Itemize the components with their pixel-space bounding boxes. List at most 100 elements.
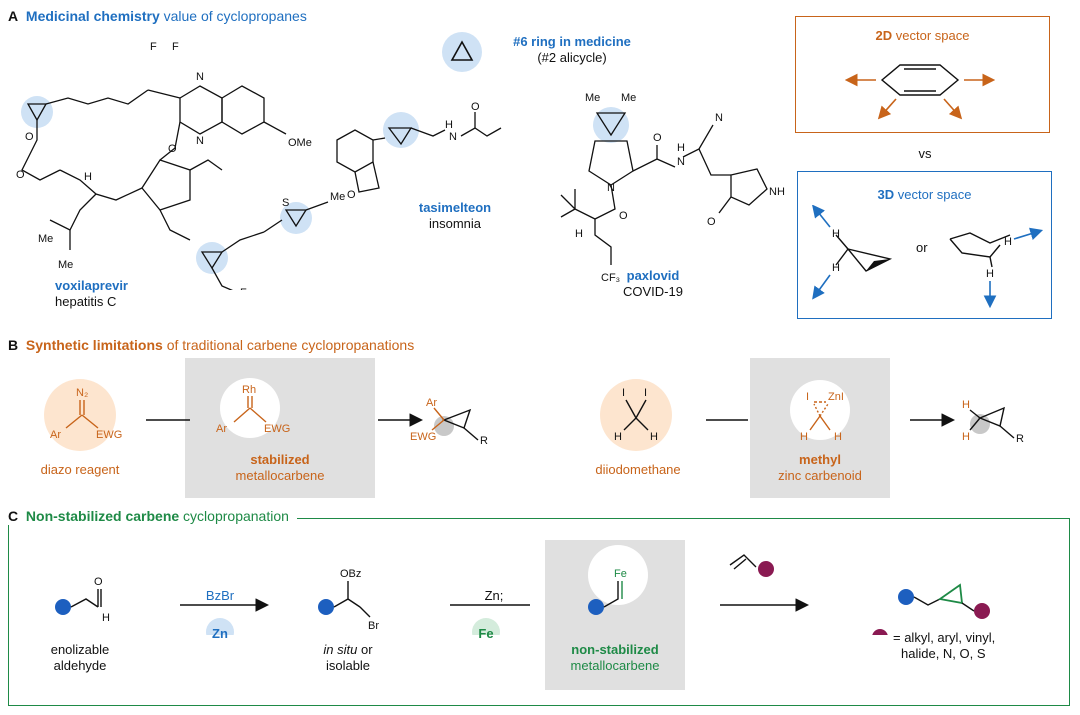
diiodo-label: diiodomethane bbox=[595, 462, 681, 477]
atom-me-pax-1: Me bbox=[585, 92, 600, 104]
atom-ome: OMe bbox=[288, 137, 312, 149]
atom-me-2: Me bbox=[58, 259, 73, 271]
reagent-bzbr: BzBr bbox=[205, 588, 235, 603]
paxlovid-indication: COVID-19 bbox=[623, 283, 683, 299]
atom-r-1: R bbox=[480, 435, 488, 447]
aldehyde-label-line2: aldehyde bbox=[53, 657, 107, 673]
atom-cf3-pax: CF₃ bbox=[601, 272, 620, 284]
stabilized-rest: metallocarbene bbox=[235, 467, 325, 483]
voxilaprevir-indication: hepatitis C bbox=[55, 293, 117, 309]
vector-2d-rest: vector space bbox=[892, 28, 970, 43]
section-b-heading: B Synthetic limitations of traditional c… bbox=[8, 337, 414, 354]
atom-h-ch2-2: H bbox=[650, 431, 658, 443]
paxlovid-name: paxlovid bbox=[626, 268, 680, 283]
vector-2d-title: 2D vector space bbox=[795, 28, 1050, 44]
atom-n-tas: N bbox=[449, 131, 457, 143]
atom-o-pax-1: O bbox=[653, 132, 662, 144]
section-b-title-rest: of traditional carbene cyclopropanations bbox=[162, 337, 415, 353]
atom-me-3: Me bbox=[330, 191, 345, 203]
atom-h-zn-1: H bbox=[800, 431, 808, 443]
insitu-italic: in situ bbox=[323, 642, 358, 657]
atom-ar-1: Ar bbox=[50, 429, 61, 441]
atom-o-pax-2: O bbox=[707, 216, 716, 228]
substituent-legend: = alkyl, aryl, vinyl, halide, N, O, S bbox=[893, 630, 995, 661]
atom-fe: Fe bbox=[614, 568, 627, 580]
cyclopropane-rank-icon bbox=[442, 32, 482, 72]
legend-line1: = alkyl, aryl, vinyl, bbox=[893, 630, 996, 645]
atom-h-ald: H bbox=[102, 612, 110, 624]
insitu-line1: in situ or bbox=[303, 642, 393, 658]
section-a-heading: A Medicinal chemistry value of cycloprop… bbox=[8, 8, 307, 25]
atom-obz: OBz bbox=[340, 568, 361, 580]
section-c-letter: C bbox=[8, 508, 19, 524]
vector-2d-bold: 2D bbox=[875, 28, 893, 43]
insitu-rest: or bbox=[357, 642, 373, 657]
scheme-c-graphics: O H OBz Br Fe bbox=[55, 545, 990, 635]
atom-h-ch2-1: H bbox=[614, 431, 622, 443]
section-b-title-bold: Synthetic limitations bbox=[25, 337, 163, 353]
atom-i-zn: I bbox=[806, 391, 809, 403]
paxlovid-label: paxlovid COVID-19 bbox=[608, 268, 698, 299]
atom-o-tas-1: O bbox=[471, 101, 480, 113]
isolable-text: isolable bbox=[325, 657, 371, 673]
atom-me-pax-2: Me bbox=[621, 92, 636, 104]
atom-s: S bbox=[282, 197, 289, 209]
stabilized-bold: stabilized bbox=[250, 452, 310, 467]
section-c-box bbox=[8, 518, 1070, 706]
legend-line2: halide, N, O, S bbox=[901, 645, 986, 661]
atom-nh-pax: NH bbox=[769, 186, 785, 198]
atom-zni: ZnI bbox=[828, 391, 844, 403]
stabilized-box bbox=[185, 358, 375, 498]
diazo-label: diazo reagent bbox=[40, 462, 120, 477]
tasimelteon-name: tasimelteon bbox=[418, 200, 492, 215]
or-label: or bbox=[916, 240, 928, 255]
alicycle-rank-text: (#2 alicycle) bbox=[537, 49, 607, 65]
section-b-letter: B bbox=[8, 337, 19, 353]
atom-rh: Rh bbox=[242, 384, 256, 396]
atom-o-2: O bbox=[25, 131, 34, 143]
section-a-letter: A bbox=[8, 8, 19, 24]
section-c-title-rest: cyclopropanation bbox=[179, 508, 289, 524]
aldehyde-label: enolizable aldehyde bbox=[35, 642, 125, 673]
reagent-zn: Zn; bbox=[484, 588, 504, 603]
atom-o-3: O bbox=[16, 169, 25, 181]
section-a-title-bold: Medicinal chemistry bbox=[25, 8, 160, 24]
vector-3d-title: 3D vector space bbox=[797, 187, 1052, 203]
ring-rank-label: #6 ring in medicine (#2 alicycle) bbox=[492, 34, 652, 65]
voxilaprevir-structure: F F N N OMe O O O H Me Me S Me F bbox=[16, 41, 345, 290]
vector-2d-box bbox=[795, 16, 1050, 133]
vector-3d-bold: 3D bbox=[877, 187, 895, 202]
atom-o-tas-2: O bbox=[347, 189, 356, 201]
nonstab-label: non-stabilized metallocarbene bbox=[545, 642, 685, 673]
benzene-vector-diagram bbox=[844, 64, 996, 120]
stabilized-label: stabilized metallocarbene bbox=[185, 452, 375, 483]
tasimelteon-label: tasimelteon insomnia bbox=[400, 200, 510, 231]
tasimelteon-structure: H N O O bbox=[336, 101, 502, 201]
methyl-label: methyl zinc carbenoid bbox=[750, 452, 890, 483]
atom-h-p2-1: H bbox=[962, 399, 970, 411]
nonstab-bold: non-stabilized bbox=[571, 642, 659, 657]
atom-me-1: Me bbox=[38, 233, 53, 245]
section-c-heading: C Non-stabilized carbene cyclopropanatio… bbox=[8, 508, 297, 525]
atom-h-3d-2: H bbox=[832, 262, 840, 274]
aldehyde-label-line1: enolizable bbox=[50, 642, 110, 657]
vs-label: vs bbox=[918, 146, 932, 161]
atom-o-pax-3: O bbox=[619, 210, 628, 222]
atom-n-1: N bbox=[196, 71, 204, 83]
voxilaprevir-label: voxilaprevir hepatitis C bbox=[55, 278, 128, 309]
methyl-bold: methyl bbox=[799, 452, 841, 467]
paxlovid-structure: Me Me N O H N N NH O O H CF₃ bbox=[560, 92, 785, 284]
atom-ewg-3: EWG bbox=[410, 431, 436, 443]
atom-o-ald: O bbox=[94, 576, 103, 588]
atom-nh-1: H bbox=[84, 171, 92, 183]
atom-i-2: I bbox=[644, 387, 647, 399]
atom-ar-3: Ar bbox=[426, 397, 437, 409]
voxilaprevir-name: voxilaprevir bbox=[55, 278, 128, 293]
atom-r-2: R bbox=[1016, 433, 1024, 445]
zn-catalyst: Zn bbox=[212, 626, 228, 641]
atom-f-3: F bbox=[240, 287, 247, 290]
section-a-title-rest: value of cyclopropanes bbox=[159, 8, 307, 24]
atom-h-p2-2: H bbox=[962, 431, 970, 443]
atom-i-1: I bbox=[622, 387, 625, 399]
